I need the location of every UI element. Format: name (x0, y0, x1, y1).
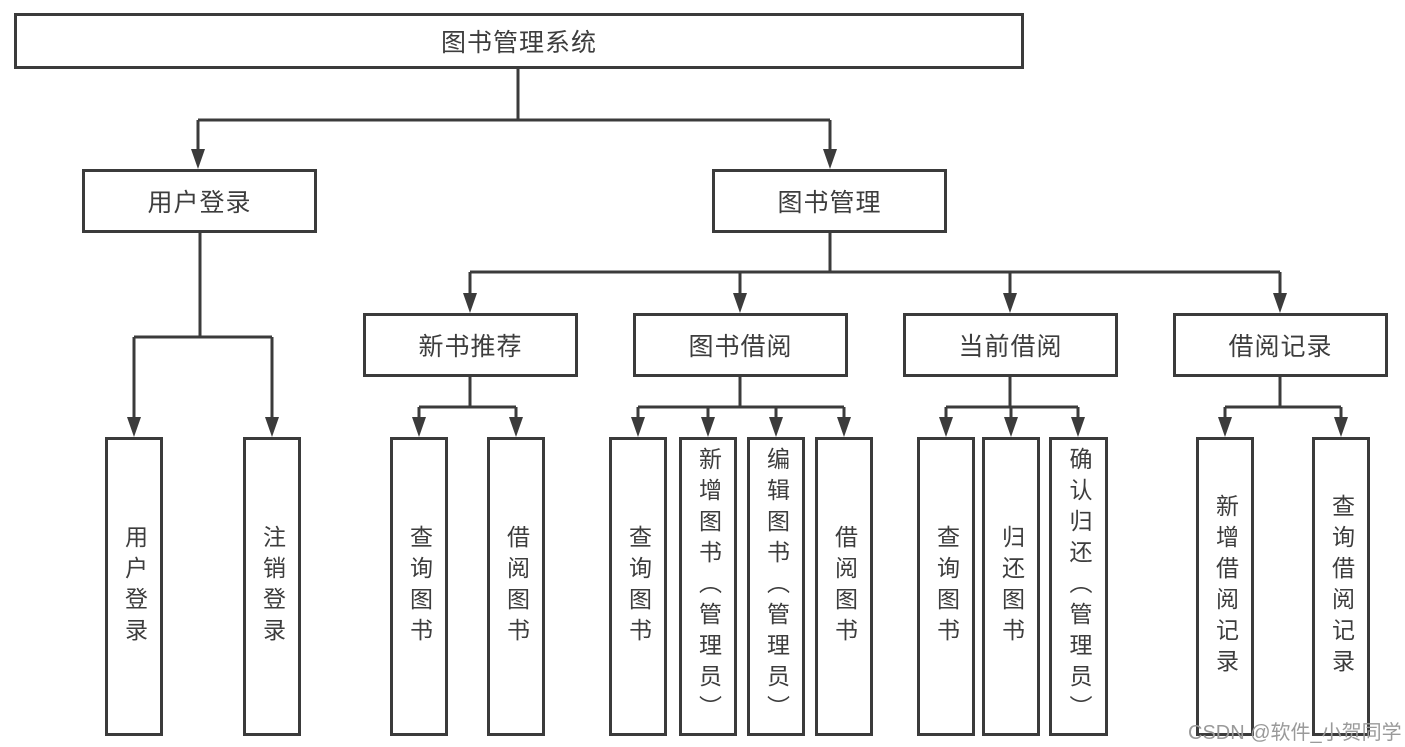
leaf-label: 编辑图书（管理员） (763, 447, 790, 726)
arrowhead (733, 293, 747, 313)
node-new-book-recommend: 新书推荐 (363, 313, 578, 377)
node-current-borrowing: 当前借阅 (903, 313, 1118, 377)
arrowhead (837, 417, 851, 437)
connector-root (196, 69, 832, 152)
leaf-label: 新增图书（管理员） (695, 447, 722, 726)
leaf-label: 用户登录 (121, 524, 148, 649)
leaf-label: 查询图书 (625, 524, 652, 649)
arrowhead (1273, 293, 1287, 313)
connector-user-login (132, 233, 274, 419)
node-leaf-logout: 注销登录 (243, 437, 301, 736)
arrowhead (127, 417, 141, 437)
arrowhead (191, 149, 205, 169)
node-leaf-add-borrow-record: 新增借阅记录 (1196, 437, 1254, 736)
node-borrowing-records: 借阅记录 (1173, 313, 1388, 377)
node-user-login: 用户登录 (82, 169, 317, 233)
leaf-label: 新增借阅记录 (1212, 493, 1239, 680)
leaf-label: 查询图书 (406, 524, 433, 649)
arrowhead (769, 417, 783, 437)
node-leaf-query-books-2: 查询图书 (609, 437, 667, 736)
arrowhead (701, 417, 715, 437)
leaf-label: 借阅图书 (503, 524, 530, 649)
leaf-label: 查询图书 (933, 524, 960, 649)
node-leaf-borrow-books-1: 借阅图书 (487, 437, 545, 736)
arrowhead (823, 149, 837, 169)
node-leaf-add-books-admin: 新增图书（管理员） (679, 437, 737, 736)
arrowhead (1003, 293, 1017, 313)
node-leaf-borrow-books-2: 借阅图书 (815, 437, 873, 736)
leaf-label: 注销登录 (259, 524, 286, 649)
node-leaf-query-borrow-record: 查询借阅记录 (1312, 437, 1370, 736)
node-leaf-return-books: 归还图书 (982, 437, 1040, 736)
node-book-borrowing: 图书借阅 (633, 313, 848, 377)
node-book-management: 图书管理 (712, 169, 947, 233)
arrowhead (1004, 417, 1018, 437)
node-leaf-query-books-1: 查询图书 (390, 437, 448, 736)
arrowhead (631, 417, 645, 437)
node-leaf-edit-books-admin: 编辑图书（管理员） (747, 437, 805, 736)
connector-current-borrowing (944, 377, 1080, 419)
arrowhead (939, 417, 953, 437)
node-leaf-user-login: 用户登录 (105, 437, 163, 736)
arrowhead (509, 417, 523, 437)
leaf-label: 归还图书 (998, 524, 1025, 649)
node-leaf-query-books-3: 查询图书 (917, 437, 975, 736)
connector-book-management (468, 233, 1282, 295)
connector-book-borrowing (636, 377, 846, 419)
leaf-label: 借阅图书 (831, 524, 858, 649)
arrowhead (265, 417, 279, 437)
csdn-watermark: CSDN @软件_小贺同学 (1188, 722, 1402, 744)
connector-borrowing-records (1223, 377, 1343, 419)
arrowhead (412, 417, 426, 437)
leaf-label: 查询借阅记录 (1328, 493, 1355, 680)
arrowhead (1218, 417, 1232, 437)
arrowhead (1071, 417, 1085, 437)
connector-new-book-recommend (417, 377, 518, 419)
arrowhead (463, 293, 477, 313)
node-leaf-confirm-return-admin: 确认归还（管理员） (1049, 437, 1108, 736)
node-library-management-system: 图书管理系统 (14, 13, 1024, 69)
leaf-label: 确认归还（管理员） (1066, 447, 1092, 726)
arrowhead (1334, 417, 1348, 437)
